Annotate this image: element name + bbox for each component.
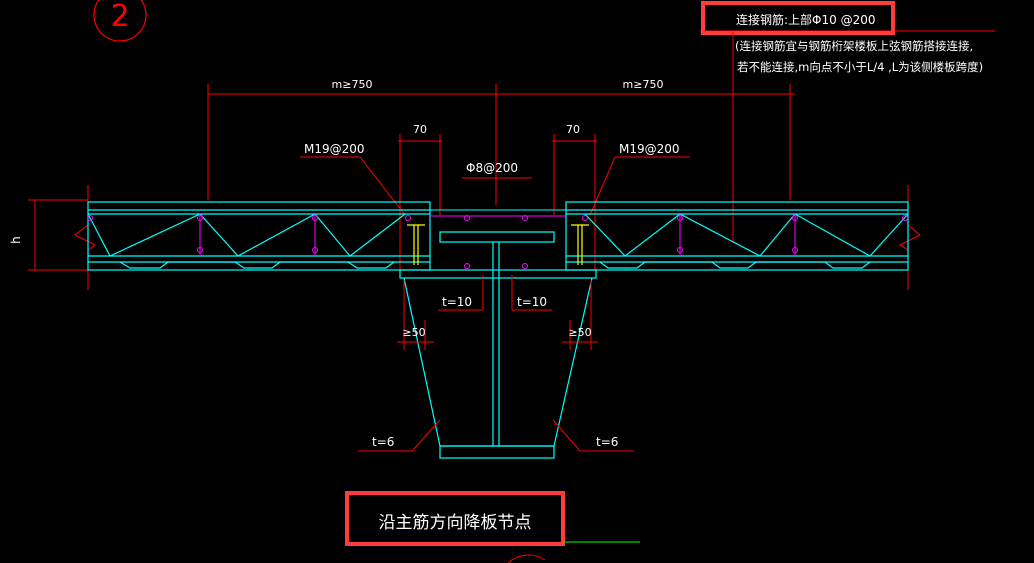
rebar-dot [405,215,411,221]
break-line-right [898,185,921,290]
stud-left-leader [359,156,406,216]
height-label: h [9,236,23,244]
beam-top-flange [439,231,555,243]
rebar-dot [464,263,470,269]
rebar-dots [87,214,908,269]
min-dimensions: ≥50 ≥50 [397,280,598,350]
span-label-right: m≥750 [623,78,664,91]
slab-left [87,201,431,271]
stud-right-label: M19@200 [619,142,680,156]
plate-callouts: t=10 t=10 [438,275,552,311]
joint-concrete [429,209,567,271]
note-block: 连接钢筋:上部Φ10 @200 (连接钢筋宜与钢筋桁架楼板上弦钢筋搭接连接, 若… [700,1,995,243]
slab-right [565,201,909,271]
note-line-1: (连接钢筋宜与钢筋桁架楼板上弦钢筋搭接连接, [735,39,973,53]
note-header: 连接钢筋:上部Φ10 @200 [736,12,875,27]
joint-zone [429,209,567,271]
min-left-label: ≥50 [402,326,425,339]
dim70-left-label: 70 [413,123,427,136]
note-highlight-box [701,1,895,35]
detail-number: 2 [110,0,129,34]
break-line-left [74,185,96,290]
rebar-dot [522,215,528,221]
height-dimension: h [9,199,88,271]
title-block: 沿主筋方向降板节点 [345,491,640,563]
stud-right-leader [589,156,616,216]
break-lines [74,185,921,290]
rebar-dot [87,215,93,221]
plate-left-label: t=10 [442,295,472,309]
web-callouts: t=6 t=6 [358,419,634,452]
title-highlight-box [345,491,565,546]
next-detail-circle [507,554,546,563]
slab-left-ribs [119,261,395,269]
web-left-leader [411,419,441,452]
drawing-title: 沿主筋方向降板节点 [379,513,532,533]
rebar-dot [902,215,908,221]
slab-left-truss [87,213,406,257]
beam-hopper [403,277,593,447]
span-dimensions: m≥750 m≥750 [207,78,795,205]
stud-callouts: M19@200 M19@200 Φ8@200 [300,142,690,216]
span-label-left: m≥750 [332,78,373,91]
slab-left-outline [87,201,431,271]
steel-beam [399,242,597,459]
note-line-2: 若不能连接,m向点不小于L/4 ,L为该侧楼板跨度) [737,60,983,74]
detail-circle [93,0,147,42]
beam-seat-plate [399,269,597,279]
stud-left-label: M19@200 [304,142,365,156]
rebar-dot [582,215,588,221]
min-right-label: ≥50 [568,326,591,339]
slab-right-truss [584,213,909,257]
web-left-label: t=6 [372,435,394,449]
slab-right-ribs [599,261,871,269]
dim70-right-label: 70 [566,123,580,136]
web-right-leader [552,419,581,452]
rebar-dot [464,215,470,221]
seventy-dimensions: 70 70 [398,123,597,270]
rebar-dot [522,263,528,269]
plate-right-label: t=10 [517,295,547,309]
web-right-label: t=6 [596,435,618,449]
detail-number-marker: 2 [93,0,147,42]
rebar-center-label: Φ8@200 [466,161,518,175]
beam-bottom-flange [439,445,555,459]
shear-studs [407,224,589,265]
slab-right-outline [565,201,909,271]
